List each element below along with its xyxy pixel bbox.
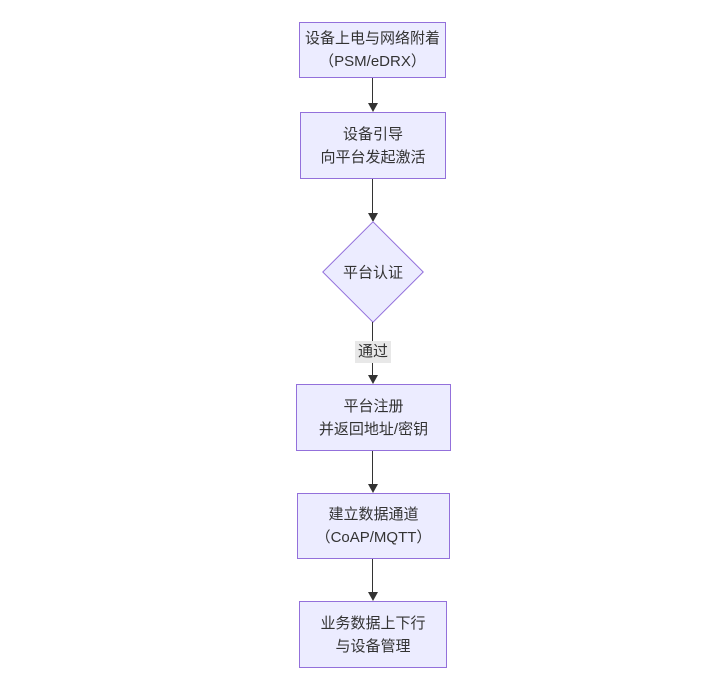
flow-node-data-channel: 建立数据通道 （CoAP/MQTT） [297,493,450,559]
edge-label-pass: 通过 [354,341,392,363]
node-text-line: （CoAP/MQTT） [315,529,432,546]
flow-decision-platform-auth: 平台认证 [322,221,424,323]
arrowhead-icon [368,103,378,112]
arrowhead-icon [368,213,378,222]
arrowhead-icon [368,375,378,384]
node-text-line: 设备引导 [342,125,403,143]
edge-line-a-b [372,78,373,104]
node-text-line: 平台注册 [343,397,404,415]
node-text-line: 建立数据通道 [328,506,419,523]
node-text-line: 业务数据上下行 [320,614,426,632]
node-text-line: 设备上电与网络附着 [304,30,440,47]
edge-line-b-c [372,179,373,214]
edge-line-d-e [372,451,373,485]
decision-label: 平台认证 [342,264,404,282]
flow-node-register: 平台注册 并返回地址/密钥 [296,384,451,451]
node-text-line: 与设备管理 [335,637,411,655]
flow-node-bootstrap: 设备引导 向平台发起激活 [300,112,446,179]
flow-node-power-attach: 设备上电与网络附着 （PSM/eDRX） [299,22,446,78]
arrowhead-icon [368,484,378,493]
node-text-line: 向平台发起激活 [320,148,426,166]
node-text-line: 并返回地址/密钥 [318,420,429,438]
node-text-line: （PSM/eDRX） [319,53,426,70]
edge-line-e-f [372,559,373,593]
arrowhead-icon [368,592,378,601]
flow-node-business-data: 业务数据上下行 与设备管理 [299,601,447,668]
